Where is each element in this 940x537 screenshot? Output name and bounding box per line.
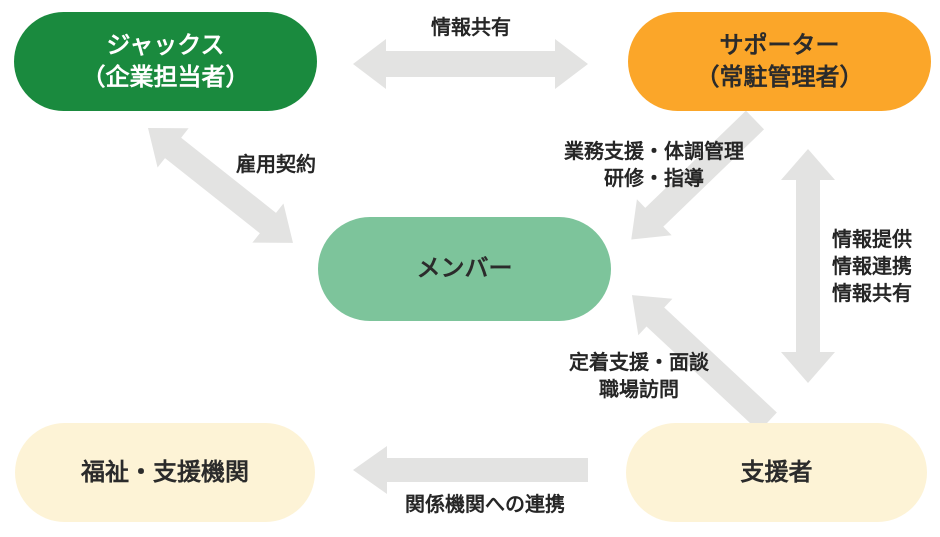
node-supporter-manager: サポーター （常駐管理者）: [628, 12, 931, 111]
retention-support-label: 定着支援・面談 職場訪問: [569, 350, 709, 404]
agency-cooperation-arrow: [353, 446, 588, 494]
work-support-label: 業務支援・体調管理 研修・指導: [564, 139, 744, 193]
node-member-label: メンバー: [416, 255, 513, 282]
node-jaccs: ジャックス （企業担当者）: [14, 12, 317, 111]
info-exchange-arrow: [781, 149, 835, 383]
work-support-label-line2: 研修・指導: [604, 168, 704, 190]
info-exchange-label-line3: 情報共有: [832, 283, 912, 305]
info-exchange-label-line2: 情報連携: [832, 256, 912, 278]
info-exchange-label-line1: 情報提供: [832, 229, 912, 251]
employment-contract-label: 雇用契約: [236, 154, 316, 176]
retention-support-label-line1: 定着支援・面談: [569, 352, 709, 374]
employment-contract-arrow: [148, 128, 293, 243]
node-welfare-agency: 福祉・支援機関: [15, 423, 315, 522]
work-support-label-line1: 業務支援・体調管理: [564, 141, 744, 163]
info-exchange-label: 情報提供 情報連携 情報共有: [832, 227, 912, 308]
node-supporter-person: 支援者: [626, 423, 927, 522]
node-supporter-person-label: 支援者: [740, 458, 813, 486]
node-supporter-manager-line1: サポーター: [719, 31, 840, 59]
node-member: メンバー: [318, 217, 611, 321]
retention-support-label-line2: 職場訪問: [599, 379, 679, 401]
agency-cooperation-label: 関係機関への連携: [405, 494, 565, 516]
node-supporter-manager-line2: （常駐管理者）: [695, 63, 864, 91]
node-jaccs-line2: （企業担当者）: [81, 63, 250, 91]
info-sharing-label: 情報共有: [431, 17, 511, 39]
retention-support-arrow: [631, 295, 777, 432]
node-welfare-agency-label: 福祉・支援機関: [81, 458, 249, 486]
work-support-arrow: [631, 110, 765, 240]
node-jaccs-line1: ジャックス: [106, 31, 225, 59]
info-sharing-arrow: [353, 39, 588, 89]
